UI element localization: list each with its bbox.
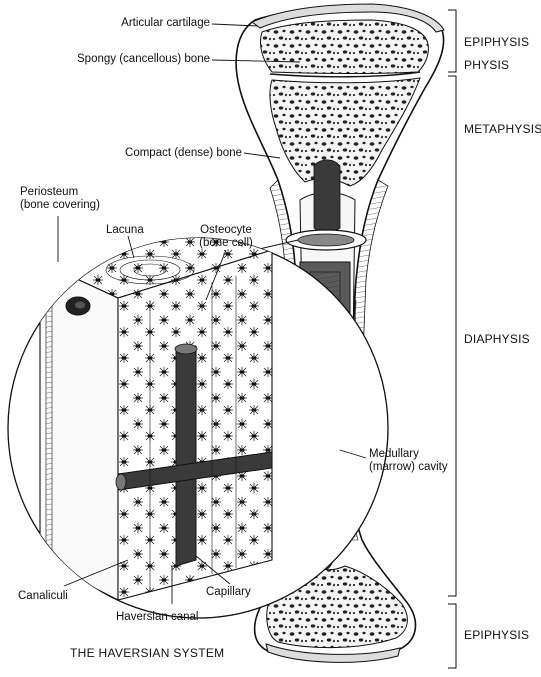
region-metaphysis: METAPHYSIS: [464, 122, 541, 136]
spongy-bone-top: [259, 19, 429, 74]
leader-capillary: [195, 555, 231, 585]
bracket-epiphysis-top: [448, 9, 457, 73]
haversian-canal-vertical: [175, 345, 197, 567]
haversian-inset: [7, 237, 389, 619]
inset-title: THE HAVERSIAN SYSTEM: [70, 646, 225, 660]
leader-spongy-bone: [211, 59, 301, 63]
label-osteocyte: Osteocyte (bone cell): [186, 224, 266, 250]
leader-articular-cartilage: [211, 23, 259, 27]
bracket-metaphysis-diaphysis: [448, 75, 457, 597]
leader-canaliculi: [63, 559, 129, 587]
label-medullary-line1: Medullary: [369, 448, 419, 460]
label-spongy-bone: Spongy (cancellous) bone: [77, 53, 210, 65]
leader-medullary: [339, 449, 367, 459]
label-osteocyte-line2: (bone cell): [199, 237, 253, 249]
region-brackets: [448, 9, 457, 669]
leader-lines: [57, 23, 367, 604]
spongy-bone-metaphysis: [269, 77, 421, 187]
label-lacuna: Lacuna: [106, 224, 144, 236]
label-osteocyte-line1: Osteocyte: [200, 224, 252, 236]
leader-compact-bone: [243, 152, 281, 159]
label-periosteum: Periosteum (bone covering): [20, 186, 100, 212]
label-medullary-line2: (marrow) cavity: [369, 461, 448, 473]
region-diaphysis: DIAPHYSIS: [464, 332, 530, 346]
articular-cartilage: [251, 3, 445, 33]
medullary-upper: [313, 159, 341, 233]
region-epiphysis-top: EPIPHYSIS: [464, 35, 530, 49]
articular-cartilage-bottom: [265, 643, 401, 663]
label-articular-cartilage: Articular cartilage: [121, 17, 210, 29]
connector-top: [254, 239, 299, 251]
label-canaliculi: Canaliculi: [18, 590, 68, 602]
label-periosteum-line2: (bone covering): [20, 199, 100, 211]
label-compact-bone: Compact (dense) bone: [125, 147, 242, 159]
leader-osteocyte: [205, 249, 227, 301]
label-haversian-canal: Haversian canal: [116, 611, 199, 623]
label-capillary: Capillary: [206, 586, 251, 598]
label-periosteum-line1: Periosteum: [20, 186, 79, 198]
bracket-epiphysis-bottom: [448, 603, 457, 669]
label-medullary: Medullary (marrow) cavity: [369, 448, 448, 474]
leader-lacuna: [127, 235, 135, 259]
region-physis: PHYSIS: [464, 58, 510, 72]
physis-line: [269, 71, 421, 78]
region-epiphysis-bottom: EPIPHYSIS: [464, 628, 530, 642]
